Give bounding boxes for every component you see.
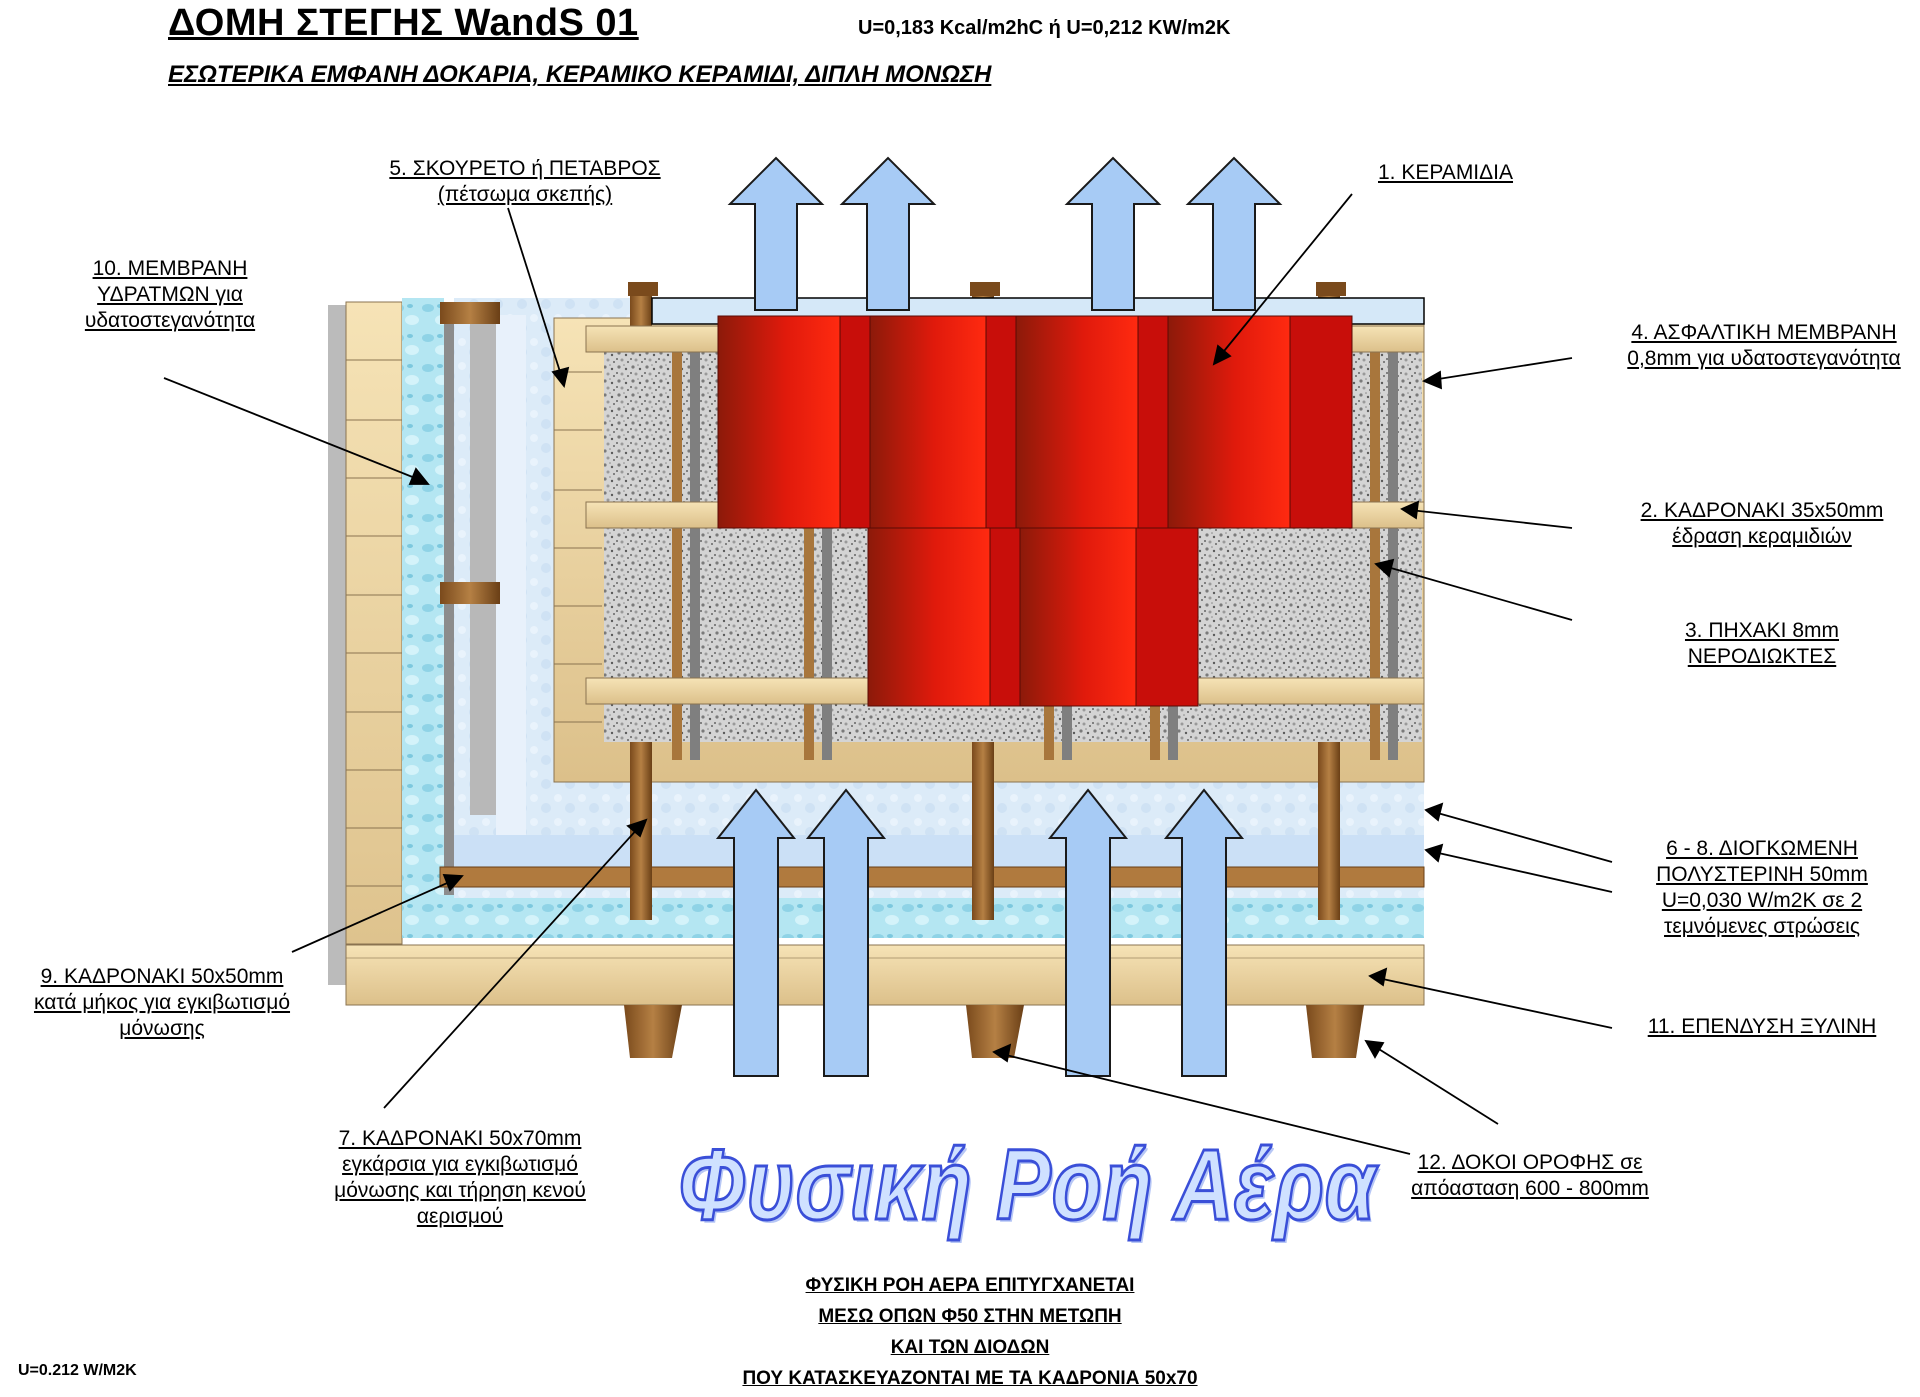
label-sarking: 5. ΣΚΟΥΡΕΤΟ ή ΠΕΤΑΒΡΟΣ (πέτσωμα σκεπής) xyxy=(389,157,661,206)
label-polystyrene: 6 - 8. ΔΙΟΓΚΩΜΕΝΗ ΠΟΛΥΣΤΕΡΙΝΗ 50mm U=0,0… xyxy=(1656,837,1868,938)
label-rafter-50x70: 7. ΚΑΔΡΟΝΑΚΙ 50x70mm εγκάρσια για εγκιβω… xyxy=(334,1127,586,1228)
air-flow-title: Φυσική Ροή Αέρα xyxy=(677,1128,1377,1243)
airflow-arrows-in xyxy=(715,788,1245,1077)
u-value-header: U=0,183 Kcal/m2hC ή U=0,212 KW/m2K xyxy=(858,17,1231,39)
ceiling-beams xyxy=(624,1005,1364,1058)
air-flow-note: ΦΥΣΙΚΗ ΡΟΗ ΑΕΡΑ ΕΠΙΤΥΓΧΑΝΕΤΑΙ ΜΕΣΩ ΟΠΩΝ … xyxy=(742,1275,1198,1389)
roof-tiles xyxy=(717,315,1353,707)
label-wooden-lining: 11. ΕΠΕΝΔΥΣΗ ΞΥΛΙΝΗ xyxy=(1647,1015,1877,1038)
wooden-lining-left xyxy=(328,301,403,1003)
label-bitumen-membrane: 4. ΑΣΦΑΛΤΙΚΗ ΜΕΜΒΡΑΝΗ 0,8mm για υδατοστε… xyxy=(1627,321,1901,370)
airflow-arrows-out xyxy=(727,156,1283,311)
label-tile-batten: 2. ΚΑΔΡΟΝΑΚΙ 35x50mm έδραση κεραμιδιών xyxy=(1640,499,1884,548)
page-subtitle: ΕΣΩΤΕΡΙΚΑ ΕΜΦΑΝΗ ΔΟΚΑΡΙΑ, ΚΕΡΑΜΙΚΟ ΚΕΡΑΜ… xyxy=(168,61,992,88)
page-title: ΔΟΜΗ ΣΤΕΓΗΣ WandS 01 xyxy=(168,2,639,44)
label-counter-batten: 3. ΠΗΧΑΚΙ 8mm ΝΕΡΟΔΙΩΚΤΕΣ xyxy=(1684,619,1840,668)
wooden-lining-bottom xyxy=(345,944,1425,1006)
leader-lines xyxy=(163,193,1613,1155)
label-ceiling-beams: 12. ΔΟΚΟΙ ΟΡΟΦΗΣ σε απόασταση 600 - 800m… xyxy=(1411,1151,1649,1200)
u-value-footer: U=0.212 W/M2K xyxy=(18,1362,137,1379)
label-roof-tiles: 1. ΚΕΡΑΜΙΔΙΑ xyxy=(1378,161,1514,184)
battens-50x50 xyxy=(439,302,1425,888)
label-vapour-membrane: 10. ΜΕΜΒΡΑΝΗ ΥΔΡΑΤΜΩΝ για υδατοστεγανότη… xyxy=(84,257,256,332)
label-batten-50x50: 9. ΚΑΔΡΟΝΑΚΙ 50x50mm κατά μήκος για εγκι… xyxy=(33,965,291,1040)
